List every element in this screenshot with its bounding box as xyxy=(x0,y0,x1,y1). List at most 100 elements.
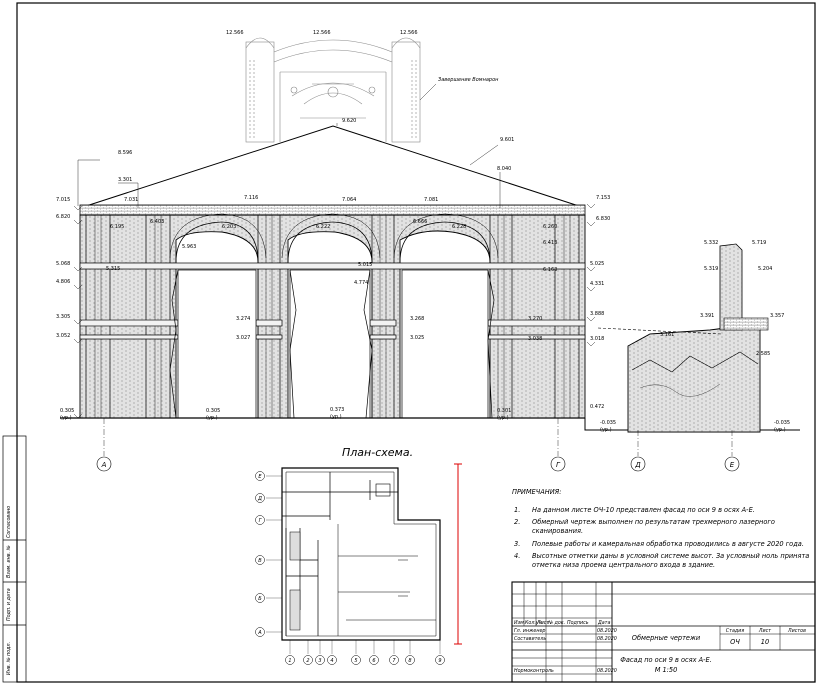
mark-base-5: 0.472 xyxy=(590,404,604,410)
tb-date-chief: 08.2020 xyxy=(597,628,617,634)
plan-axis-b: Б xyxy=(258,596,262,602)
mark-right-6: 3.357 xyxy=(770,313,784,319)
mark-low-7: 3.270 xyxy=(528,316,542,322)
plan-col-4: 4 xyxy=(330,658,333,664)
cornice xyxy=(79,204,586,216)
arch-outlines xyxy=(169,213,499,263)
axis-label-d: Д xyxy=(634,461,641,469)
tb-role-author: Составитель xyxy=(514,636,546,642)
tb-h-izm: Изм. xyxy=(514,620,525,626)
mark-top-2: 12.566 xyxy=(313,30,331,36)
mark-low-8: 3.038 xyxy=(528,336,542,342)
mark-mid-1: 5.068 xyxy=(56,261,70,267)
mark-arch-2: 6.403 xyxy=(150,219,164,225)
mark-low-3: 3.274 xyxy=(236,316,250,322)
tb-h-sign: Подпись xyxy=(567,620,589,626)
mark-base-sub-4: (ур.) xyxy=(497,415,509,421)
mark-mid-2: 4.806 xyxy=(56,279,70,285)
axis-label-g: Г xyxy=(556,461,561,469)
mark-top-3: 12.566 xyxy=(400,30,418,36)
tb-h-date: Дата xyxy=(597,620,610,626)
notes: ПРИМЕЧАНИЯ: 1. На данном листе ОЧ-10 пре… xyxy=(512,488,809,569)
mark-base-3: 0.373 xyxy=(330,407,344,413)
mark-cornice-left: 6.820 xyxy=(56,214,70,220)
mark-base-sub-1: (ур.) xyxy=(60,415,72,421)
mark-right-8: 2.585 xyxy=(756,351,770,357)
mark-low-10: 3.018 xyxy=(590,336,604,342)
mark-mid-4: 5.015 xyxy=(358,262,372,268)
plan-col-2: 2 xyxy=(306,658,309,664)
tb-sheet-h: Лист xyxy=(758,628,771,634)
mark-eave-1: 7.015 xyxy=(56,197,70,203)
tb-role-norm: Нормоконтроль xyxy=(514,668,554,674)
side-stamp-inv: Инв. № подл. xyxy=(6,642,12,675)
mark-base-4: 0.301 xyxy=(497,408,511,414)
mark-arch-4: 6.222 xyxy=(316,224,330,230)
mark-roof-left: 8.596 xyxy=(118,150,132,156)
mark-low-9: 3.888 xyxy=(590,311,604,317)
plan-row-axes: Е Д Г В Б А xyxy=(255,471,282,637)
tb-h-kol: Кол.уч. xyxy=(525,620,543,626)
main-wall xyxy=(79,214,586,419)
tb-role-chief: Гл. инженер xyxy=(514,628,545,634)
note-3-line-1: Полевые работы и камеральная обработка п… xyxy=(532,540,804,548)
mark-eave-3: 7.116 xyxy=(244,195,258,201)
mark-roof-right: 8.040 xyxy=(497,166,511,172)
facade-axes: А Г Д Е xyxy=(96,418,740,472)
ghost-annotation: Завершение Вомнарон xyxy=(438,77,499,83)
mark-low-6: 3.025 xyxy=(410,335,424,341)
axis-label-e: Е xyxy=(730,461,735,469)
tb-sheets-h: Листов xyxy=(787,628,806,634)
mark-base-7: -0.035 xyxy=(774,420,790,426)
tb-h-list: Лист xyxy=(536,620,549,626)
plan-drawing xyxy=(281,467,441,641)
plan-col-9: 9 xyxy=(438,658,441,664)
mark-low-5: 3.268 xyxy=(410,316,424,322)
mark-base-sub-3: (ур.) xyxy=(330,414,342,420)
plan-axis-e: Е xyxy=(258,474,262,480)
mark-eave-5: 7.081 xyxy=(424,197,438,203)
facade-elevation xyxy=(60,37,800,433)
mark-ridge-2: 9.601 xyxy=(500,137,514,143)
mark-low-4: 3.027 xyxy=(236,335,250,341)
mark-mid-6: 5.025 xyxy=(590,261,604,267)
note-2-line-2: сканирования. xyxy=(532,527,583,535)
plan-col-1: 1 xyxy=(288,658,291,664)
tb-sheet-v: 10 xyxy=(761,638,769,646)
note-2-line-1: Обмерный чертеж выполнен по результатам … xyxy=(532,518,775,526)
mark-right-3: 5.319 xyxy=(704,266,718,272)
mark-top-1: 12.566 xyxy=(226,30,244,36)
plan-axis-d: Д xyxy=(257,496,262,502)
mark-base-6: -0.035 xyxy=(600,420,616,426)
ghost-gable xyxy=(245,37,421,143)
mark-cornice-right: 6.830 xyxy=(596,216,610,222)
mark-arch-6: 5.963 xyxy=(182,244,196,250)
plan-axis-a: А xyxy=(257,630,262,636)
tb-stage-v: ОЧ xyxy=(730,638,740,646)
mark-base-sub-5: (ур.) xyxy=(600,427,612,433)
openings xyxy=(169,269,495,419)
mark-right-7: 3.161 xyxy=(660,332,674,338)
elevation-marks: 12.566 12.566 12.566 Завершение Вомнарон… xyxy=(56,30,790,433)
mark-low-1: 3.305 xyxy=(56,314,70,320)
note-1-num: 1. xyxy=(514,506,520,514)
plan-col-8: 8 xyxy=(408,658,411,664)
note-2-num: 2. xyxy=(514,518,520,526)
mark-base-sub-6: (ур.) xyxy=(774,427,786,433)
note-4-line-2: отметка низа проема центрального входа в… xyxy=(532,561,715,569)
mark-right-4: 5.204 xyxy=(758,266,772,272)
side-stamp-approved: Согласовано xyxy=(6,506,12,538)
mark-eave-6: 7.153 xyxy=(596,195,610,201)
ruin-block xyxy=(597,243,769,433)
mark-base-sub-2: (ур.) xyxy=(206,415,218,421)
note-3-num: 3. xyxy=(514,540,520,548)
tb-date-author: 08.2020 xyxy=(597,636,617,642)
plan-col-5: 5 xyxy=(354,658,357,664)
mark-base-2: 0.305 xyxy=(206,408,220,414)
mark-right-5: 3.391 xyxy=(700,313,714,319)
note-4-num: 4. xyxy=(514,552,520,560)
side-stamp-sign: Подп. и дата xyxy=(6,588,12,621)
axis-label-a: А xyxy=(101,461,107,469)
sheet-frame xyxy=(16,2,816,683)
